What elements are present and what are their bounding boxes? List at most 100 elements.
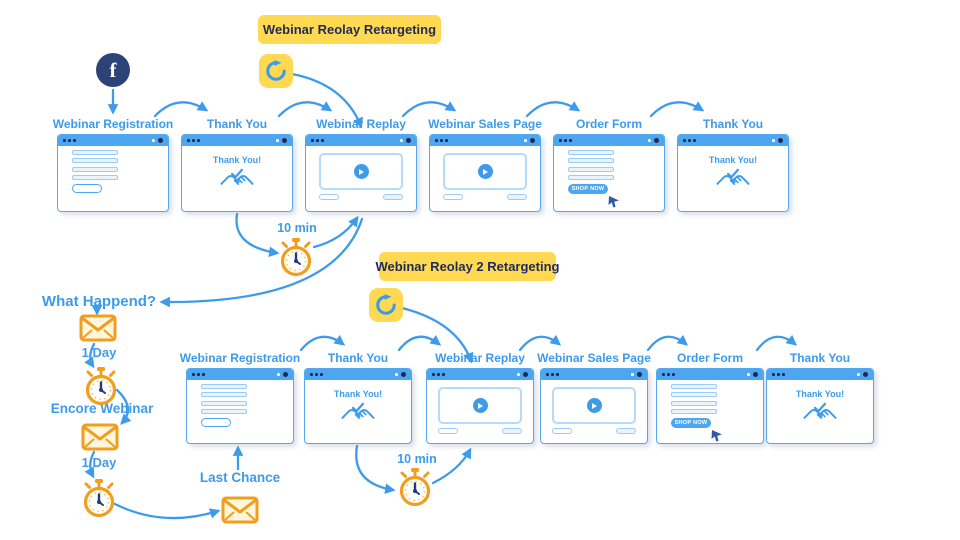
window-control-dot [631, 373, 634, 376]
video-controls [443, 194, 527, 200]
window-control-dot [395, 373, 398, 376]
stopwatch-icon [399, 468, 431, 507]
prev-button [443, 194, 463, 200]
wait-1-day-label: 1 Day [81, 345, 117, 360]
next-button [383, 194, 403, 200]
window-titlebar [187, 369, 293, 380]
next-button [507, 194, 527, 200]
window-control-dot [187, 139, 190, 142]
browser-window-thank-you: Thank You! [181, 134, 293, 212]
window-titlebar [427, 369, 533, 380]
prev-button [319, 194, 339, 200]
window-control-dot [311, 139, 314, 142]
window-control-dot [667, 373, 670, 376]
window-avatar-dot [777, 137, 783, 144]
form-input [72, 149, 118, 155]
window-content: Thank You! [305, 389, 411, 443]
stopwatch-icon [83, 479, 115, 518]
form-input [72, 158, 118, 163]
browser-window-video [305, 134, 417, 212]
window-titlebar [182, 135, 292, 146]
window-content [430, 153, 540, 211]
window-content [541, 387, 647, 443]
window-control-dot [517, 373, 520, 376]
next-button [502, 428, 522, 434]
window-control-dot [197, 373, 200, 376]
window-content [187, 383, 293, 444]
window-content: Thank You! [678, 155, 788, 211]
encore-webinar-label: Encore Webinar [50, 401, 154, 416]
funnel-step-label: Thank You [789, 351, 851, 365]
play-icon [586, 398, 602, 413]
window-control-dot [400, 139, 403, 142]
window-control-dot [747, 373, 750, 376]
funnel-step-label: Thank You [702, 117, 764, 131]
funnel-step-label: Webinar Replay [435, 351, 525, 365]
window-titlebar [305, 369, 411, 380]
replay-icon [376, 294, 396, 315]
window-content: Thank You! [182, 155, 292, 211]
window-control-dot [524, 139, 527, 142]
video-player [319, 153, 403, 190]
play-icon [472, 398, 488, 413]
window-avatar-dot [636, 371, 642, 378]
window-control-dot [857, 373, 860, 376]
video-player [552, 387, 636, 424]
form-input [72, 166, 118, 172]
prev-button [552, 428, 572, 434]
form-input [671, 400, 717, 406]
window-avatar-dot [282, 371, 288, 378]
email-icon [81, 423, 119, 451]
handshake-icon [803, 402, 837, 419]
window-control-dot [569, 139, 572, 142]
form-input [671, 409, 717, 414]
email-icon [79, 314, 117, 342]
funnel-step-label: Order Form [575, 117, 642, 131]
window-control-dot [440, 139, 443, 142]
window-control-dot [73, 139, 76, 142]
browser-window-thank-you: Thank You! [677, 134, 789, 212]
form-input [568, 158, 614, 163]
window-avatar-dot [522, 371, 528, 378]
window-control-dot [672, 373, 675, 376]
form-input [201, 392, 247, 397]
thank-you-text: Thank You! [212, 155, 262, 165]
window-titlebar [767, 369, 873, 380]
form-input [72, 175, 118, 180]
handshake-icon [341, 402, 375, 419]
facebook-letter: f [109, 57, 117, 82]
funnel-step-label: Thank You [327, 351, 389, 365]
cursor-icon [711, 429, 722, 441]
window-control-dot [559, 139, 562, 142]
window-avatar-dot [529, 137, 535, 144]
browser-window-video [426, 368, 534, 444]
window-control-dot [688, 139, 691, 142]
window-content: SHOP NOW [554, 149, 664, 212]
window-avatar-dot [405, 137, 411, 144]
form-input [568, 166, 614, 172]
window-control-dot [320, 373, 323, 376]
timer-label-bottom: 10 min [397, 452, 437, 466]
prev-button [438, 428, 458, 434]
browser-window-registration-form [186, 368, 294, 444]
funnel-step-label: Webinar Sales Page [428, 117, 542, 131]
window-control-dot [152, 139, 155, 142]
replay-chip-bottom [369, 288, 403, 322]
window-control-dot [772, 139, 775, 142]
window-titlebar [678, 135, 788, 146]
browser-window-thank-you: Thank You! [304, 368, 412, 444]
funnel-step-label: Order Form [676, 351, 743, 365]
browser-window-order-form: SHOP NOW [656, 368, 764, 444]
thank-you-text: Thank You! [795, 389, 845, 399]
facebook-icon: f [96, 53, 130, 87]
browser-window-order-form: SHOP NOW [553, 134, 665, 212]
window-control-dot [546, 373, 549, 376]
window-titlebar [541, 369, 647, 380]
window-control-dot [316, 139, 319, 142]
window-control-dot [772, 373, 775, 376]
window-content: Thank You! [767, 389, 873, 443]
window-control-dot [648, 139, 651, 142]
window-control-dot [782, 373, 785, 376]
browser-window-registration-form [57, 134, 169, 212]
